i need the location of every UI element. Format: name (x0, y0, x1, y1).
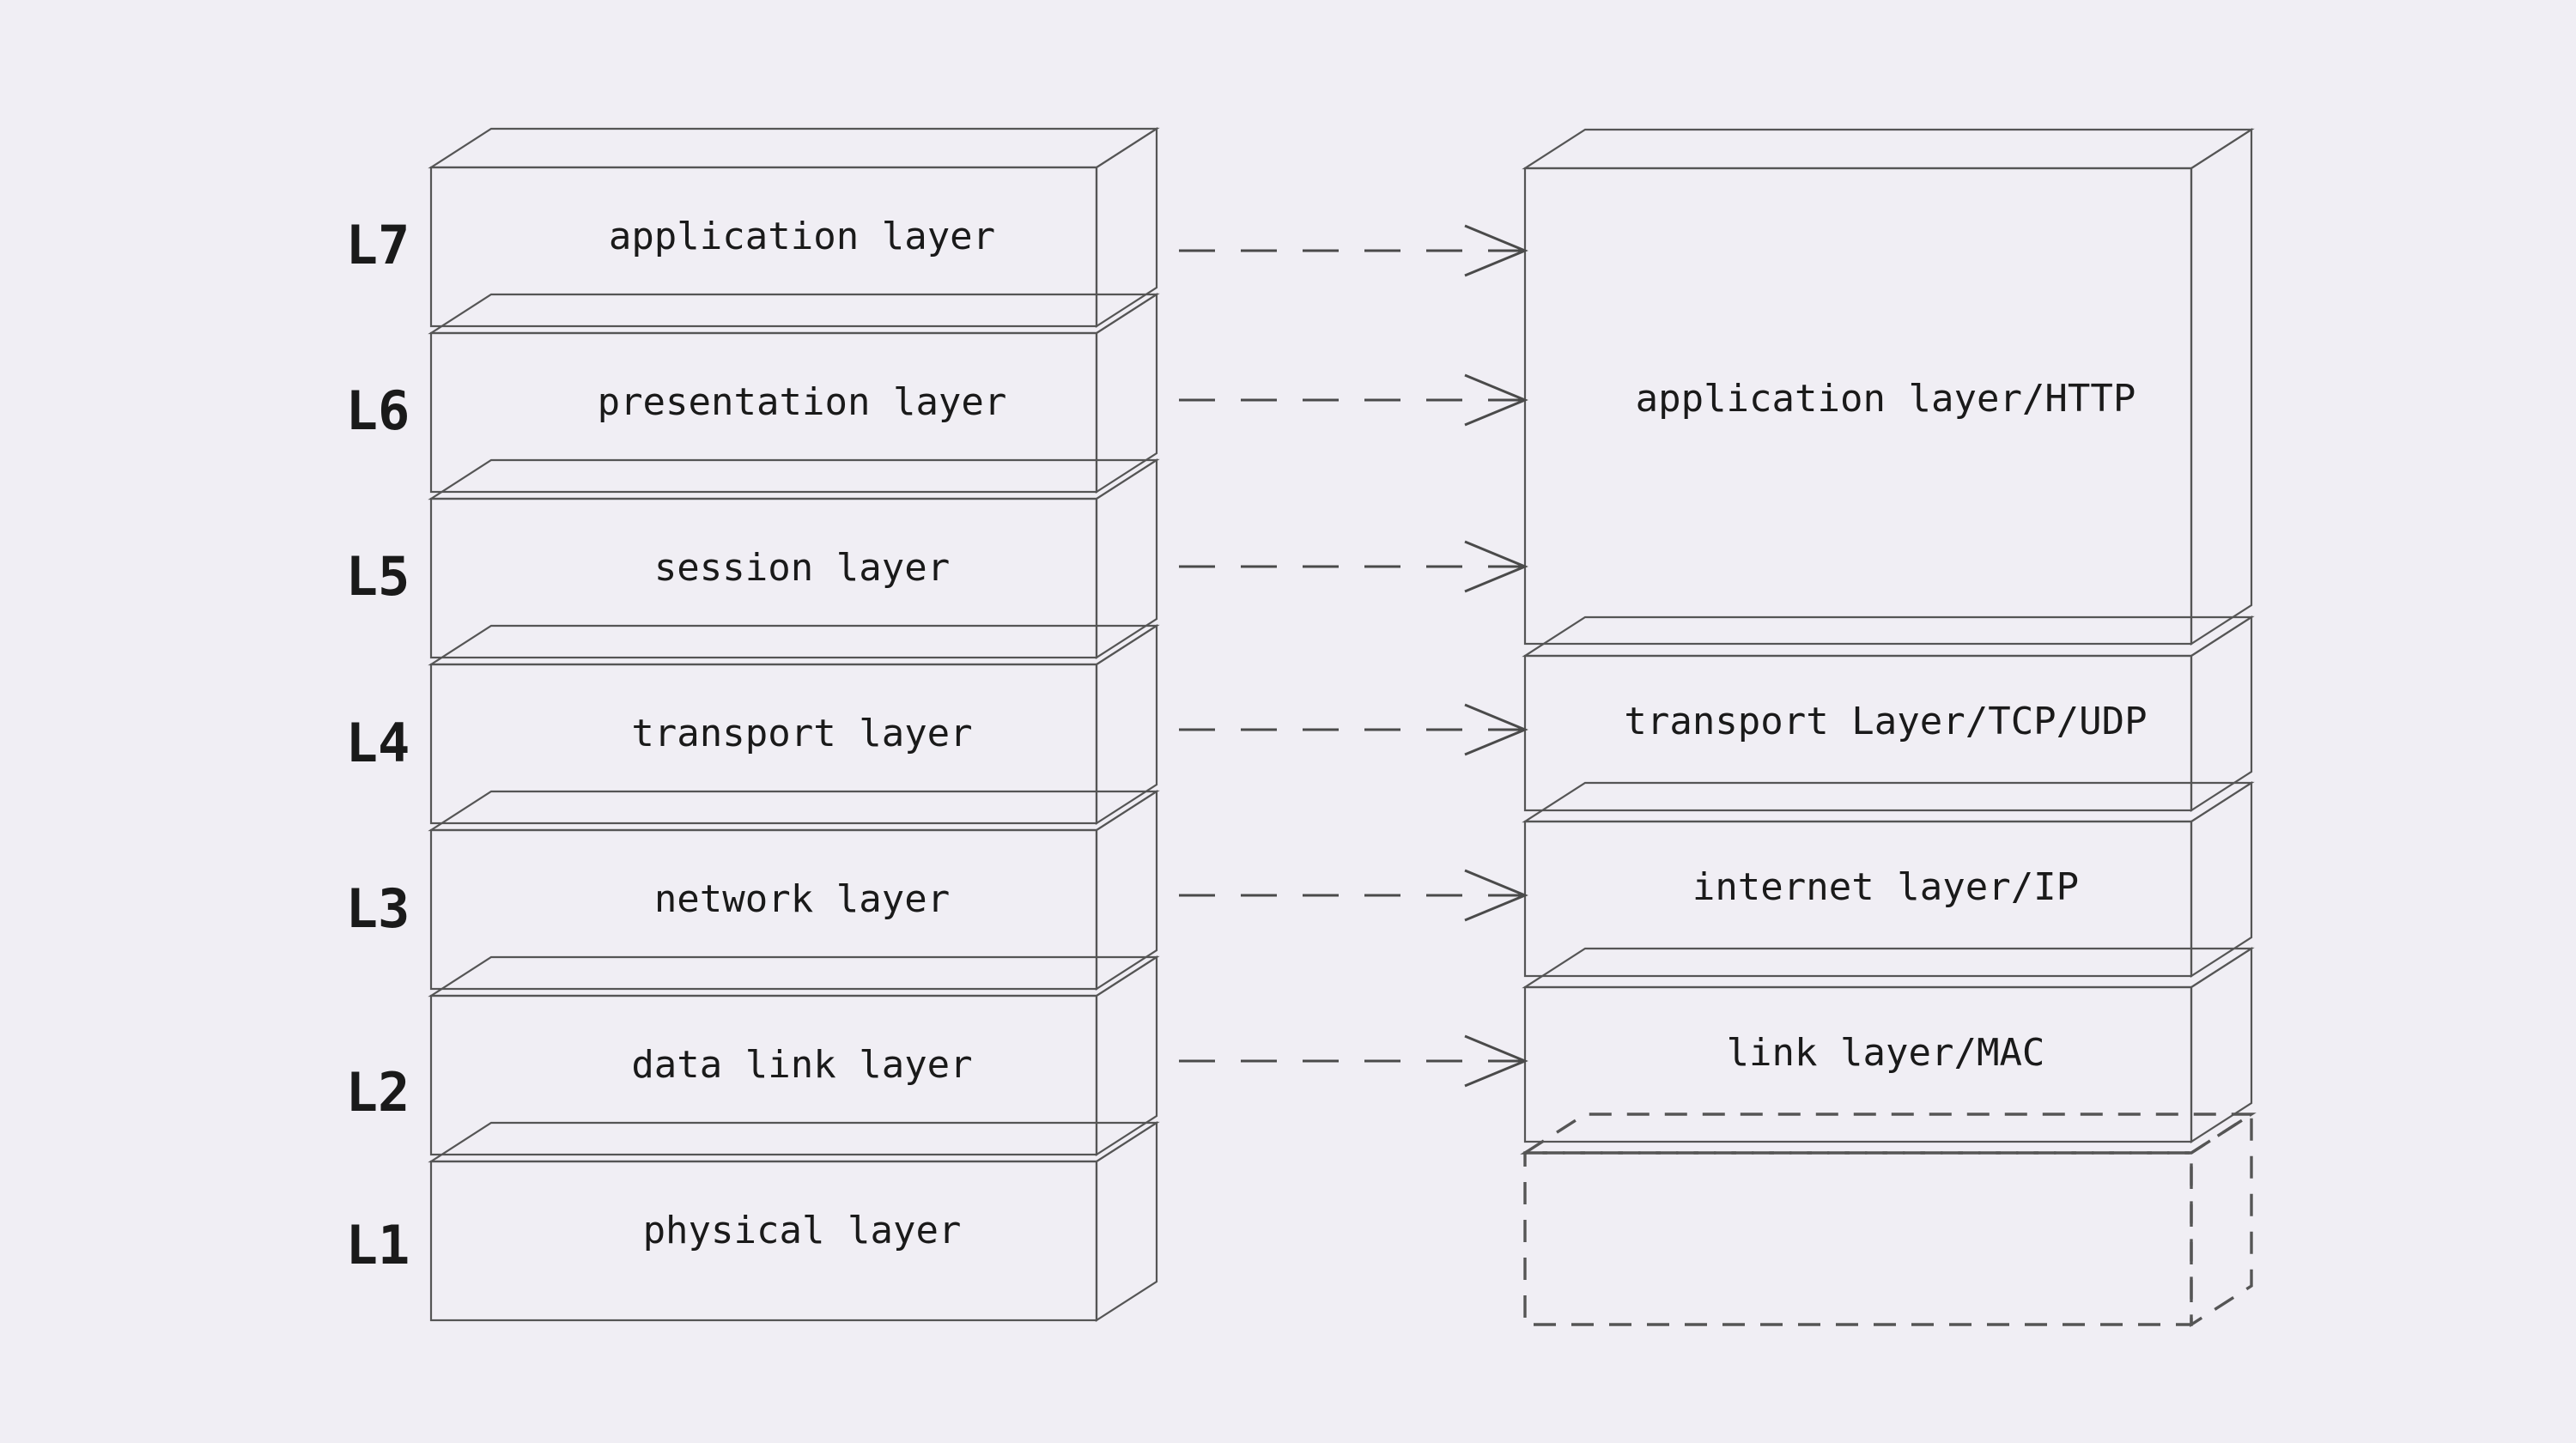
tcpip-layer-application-front-face (1523, 167, 2193, 646)
level-label-l6: L6 (346, 379, 410, 442)
level-label-l4: L4 (346, 712, 410, 774)
mapping-arrow-session-head (1464, 540, 1528, 593)
osi-layer-l3-label: network layer (654, 877, 950, 921)
level-label-l7: L7 (346, 214, 410, 276)
osi-layer-l2-front-face (429, 994, 1098, 1156)
level-label-l2: L2 (346, 1061, 410, 1124)
osi-layer-l5-label: session layer (654, 546, 950, 590)
osi-layer-l4-side-face (1095, 623, 1158, 826)
mapping-arrow-transport (1179, 703, 1528, 756)
osi-layer-l5[interactable]: session layer (428, 458, 1160, 660)
level-label-l1: L1 (346, 1214, 410, 1276)
osi-layer-l3-top-face (428, 790, 1160, 832)
osi-layer-l5-side-face (1095, 458, 1158, 660)
osi-layer-l2-top-face (428, 955, 1160, 997)
tcpip-layer-internet[interactable]: internet layer/IP (1522, 780, 2255, 979)
osi-layer-l4-front-face (429, 663, 1098, 825)
tcpip-layer-transport[interactable]: transport Layer/TCP/UDP (1522, 615, 2255, 813)
osi-layer-l6-label: presentation layer (598, 380, 1007, 424)
tcpip-layer-empty-placeholder-front-face (1523, 1151, 2193, 1326)
level-label-l3: L3 (346, 877, 410, 940)
tcpip-layer-link[interactable]: link layer/MAC (1522, 946, 2255, 1144)
osi-layer-l7-side-face (1095, 126, 1158, 329)
tcpip-layer-internet-front-face (1523, 820, 2193, 978)
tcpip-layer-internet-label: internet layer/IP (1692, 865, 2079, 909)
tcpip-layer-internet-top-face (1522, 781, 2255, 823)
tcpip-layer-empty-placeholder-side-face (2190, 1111, 2253, 1328)
osi-layer-l6[interactable]: presentation layer (428, 292, 1160, 494)
osi-layer-l2-label: data link layer (631, 1043, 972, 1087)
osi-layer-l3[interactable]: network layer (428, 789, 1160, 991)
mapping-arrow-application-head (1464, 224, 1528, 277)
mapping-arrow-application (1179, 224, 1528, 277)
tcpip-layer-application[interactable]: application layer/HTTP (1522, 127, 2255, 646)
osi-layer-l2[interactable]: data link layer (428, 955, 1160, 1157)
mapping-arrow-network (1179, 869, 1528, 922)
tcpip-layer-link-side-face (2190, 946, 2253, 1144)
tcpip-layer-transport-top-face (1522, 615, 2255, 658)
tcpip-layer-transport-front-face (1523, 654, 2193, 812)
tcpip-layer-application-label: application layer/HTTP (1636, 377, 2136, 421)
osi-layer-l3-side-face (1095, 789, 1158, 991)
osi-layer-l3-front-face (429, 828, 1098, 991)
osi-layer-l7[interactable]: application layer (428, 126, 1160, 329)
mapping-arrow-datalink (1179, 1034, 1528, 1088)
osi-layer-l6-top-face (428, 293, 1160, 335)
osi-layer-l1-side-face (1095, 1120, 1158, 1323)
mapping-arrow-presentation-head (1464, 373, 1528, 427)
tcpip-layer-transport-label: transport Layer/TCP/UDP (1624, 700, 2147, 743)
osi-layer-l5-front-face (429, 497, 1098, 659)
osi-layer-l5-top-face (428, 458, 1160, 500)
osi-layer-l7-front-face (429, 166, 1098, 328)
tcpip-layer-transport-side-face (2190, 615, 2253, 813)
tcpip-layer-empty-placeholder-top-face (1520, 1113, 2257, 1155)
tcpip-layer-internet-side-face (2190, 780, 2253, 979)
level-label-l5: L5 (346, 545, 410, 608)
osi-layer-l2-side-face (1095, 955, 1158, 1157)
osi-layer-l1-label: physical layer (643, 1209, 962, 1252)
mapping-arrow-network-head (1464, 869, 1528, 922)
osi-layer-l4-label: transport layer (631, 712, 972, 755)
tcpip-layer-link-label: link layer/MAC (1727, 1031, 2045, 1075)
mapping-arrow-transport-head (1464, 703, 1528, 756)
osi-layer-l1-top-face (428, 1121, 1160, 1163)
tcpip-layer-link-top-face (1522, 947, 2255, 989)
osi-layer-l4-top-face (428, 624, 1160, 666)
osi-layer-l7-label: application layer (609, 215, 995, 258)
tcpip-layer-empty-placeholder[interactable] (1520, 1111, 2257, 1328)
tcpip-layer-application-top-face (1522, 128, 2255, 170)
mapping-arrow-datalink-head (1464, 1034, 1528, 1088)
osi-layer-l7-top-face (428, 127, 1160, 169)
mapping-arrow-session (1179, 540, 1528, 593)
tcpip-layer-application-side-face (2190, 127, 2253, 646)
osi-layer-l4[interactable]: transport layer (428, 623, 1160, 826)
osi-layer-l6-side-face (1095, 292, 1158, 494)
mapping-arrow-presentation (1179, 373, 1528, 427)
tcpip-layer-link-front-face (1523, 985, 2193, 1143)
osi-layer-l6-front-face (429, 331, 1098, 494)
osi-layer-l1[interactable]: physical layer (428, 1120, 1160, 1323)
osi-layer-l1-front-face (429, 1160, 1098, 1322)
